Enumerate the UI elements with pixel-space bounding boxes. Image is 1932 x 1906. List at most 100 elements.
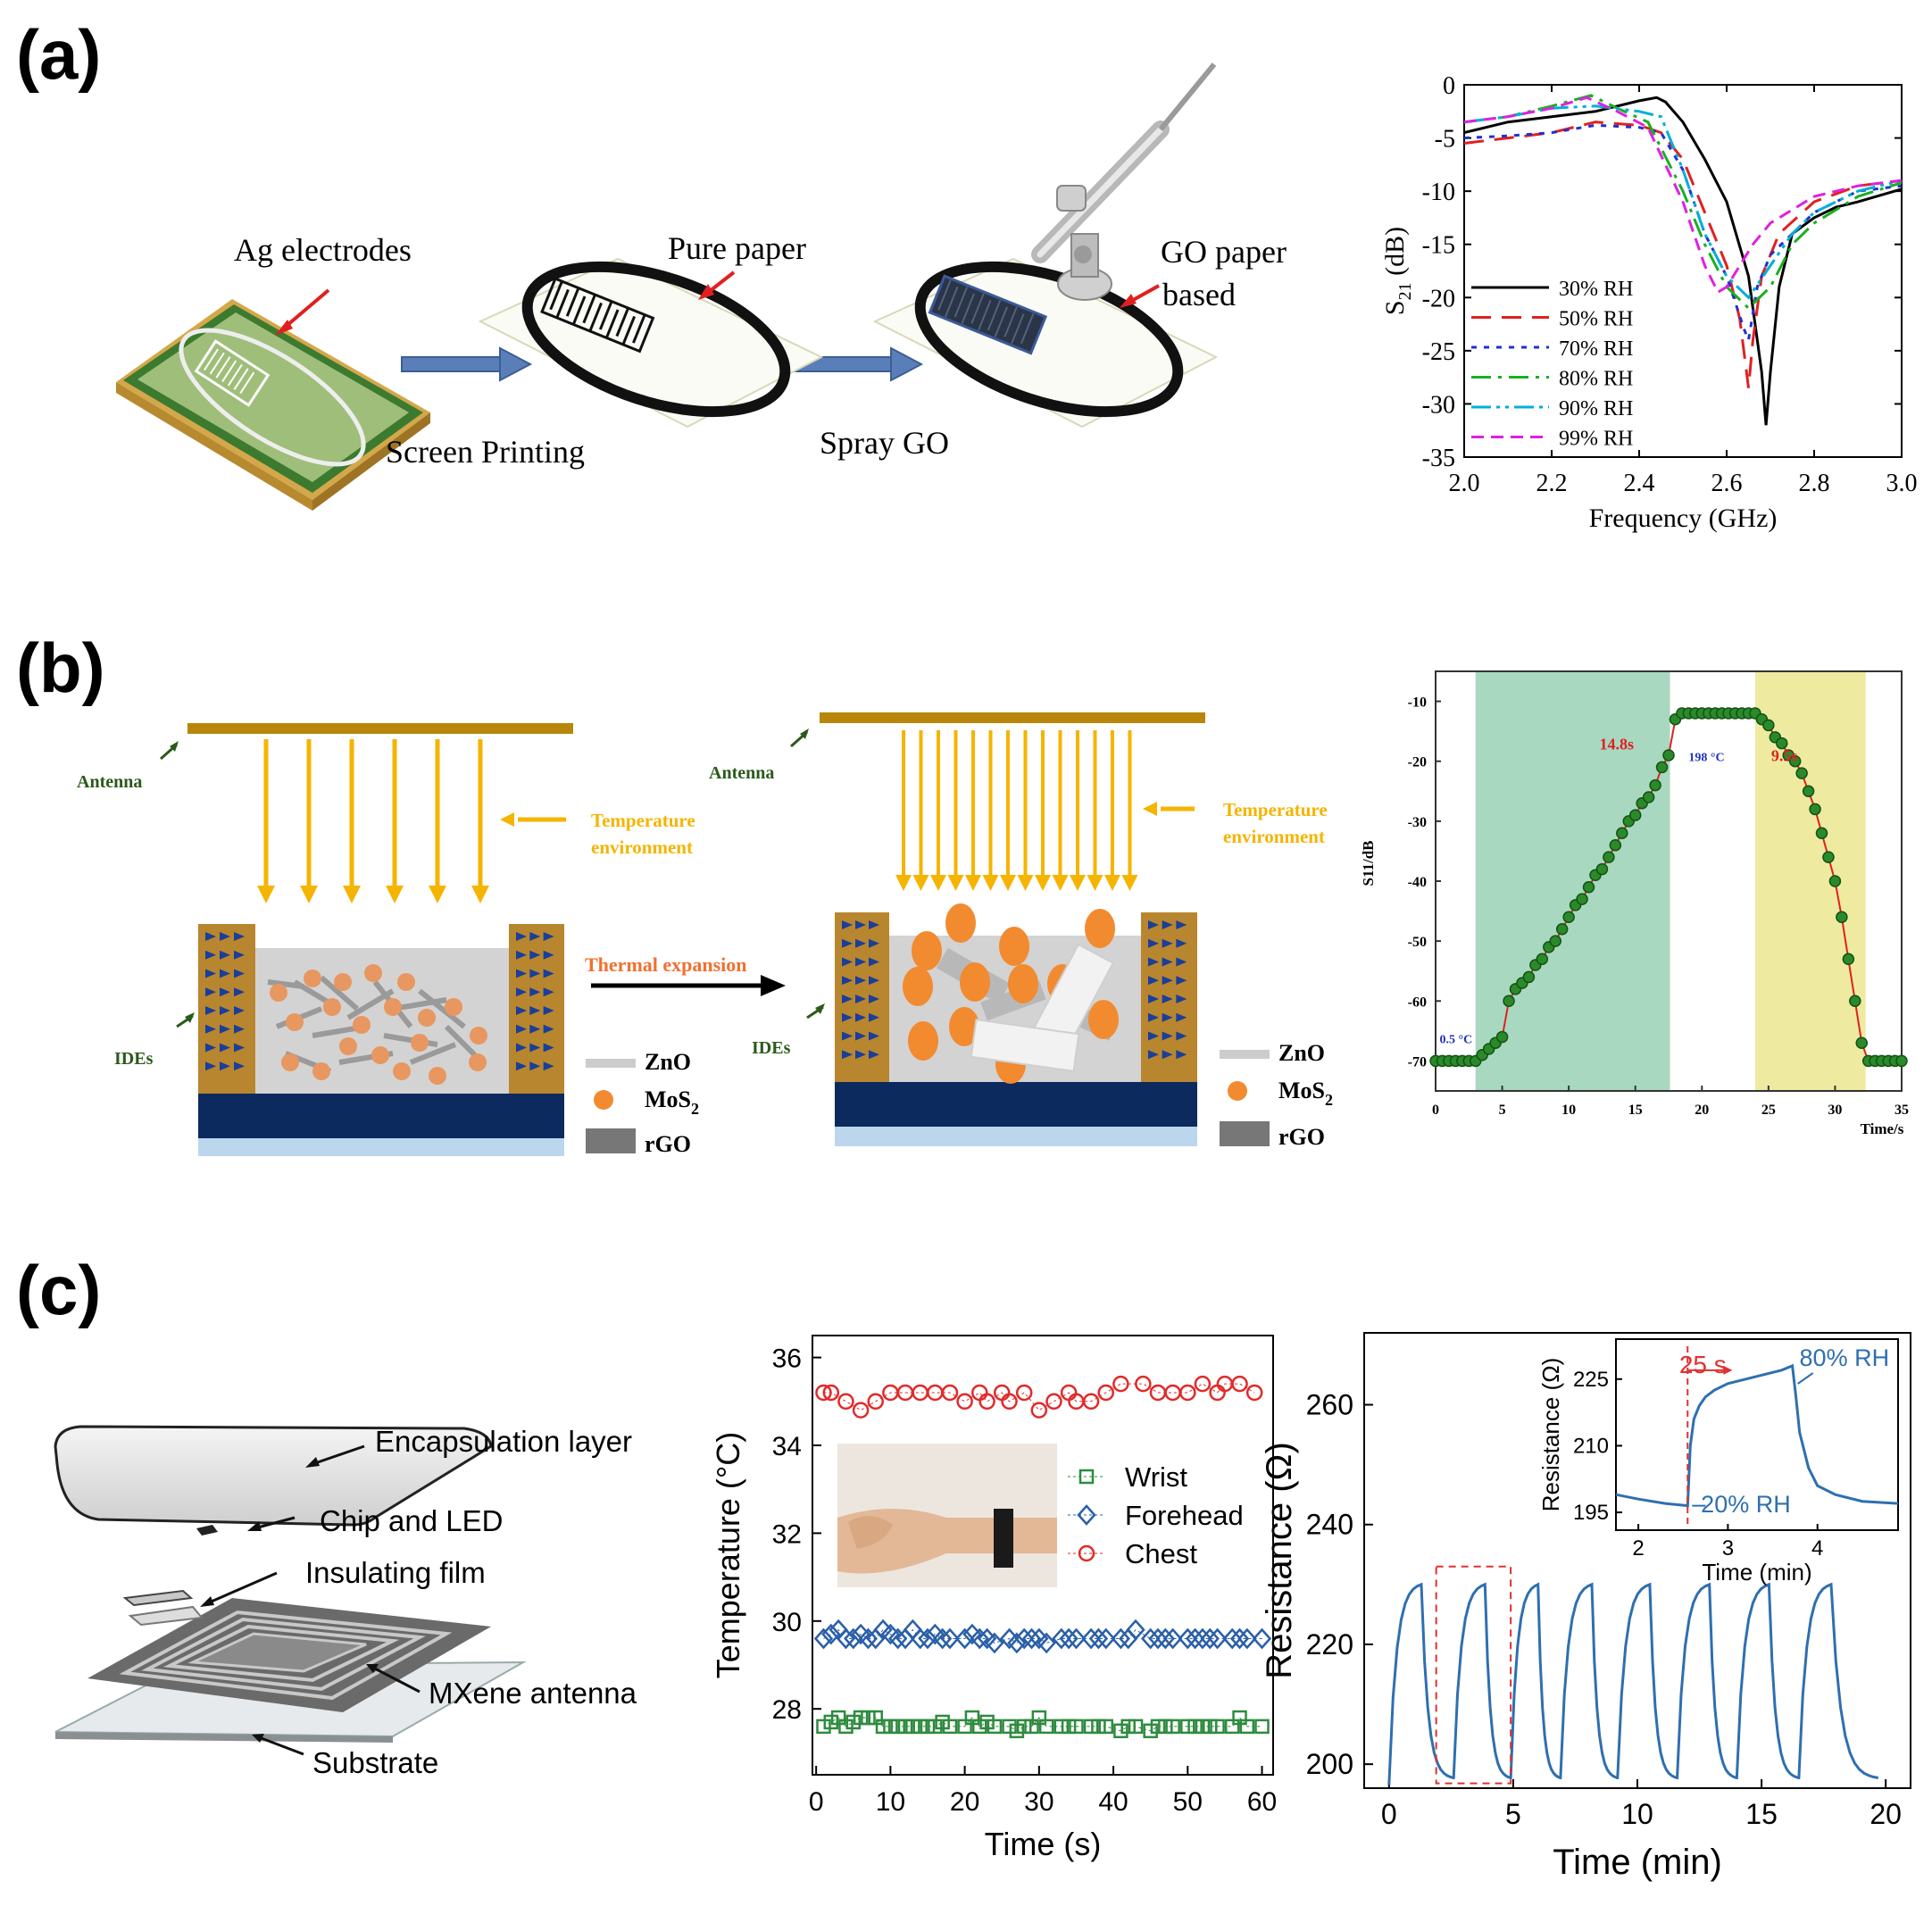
ide-arrow-icon	[869, 938, 879, 948]
highlight-region-green	[1475, 671, 1670, 1091]
series-wrist-point	[920, 1719, 936, 1735]
series-forehead-point	[1021, 1627, 1042, 1650]
data-point	[1662, 749, 1675, 762]
series-forehead-point	[821, 1623, 841, 1645]
data-point	[1842, 953, 1855, 966]
ide-arrow-icon	[234, 1061, 245, 1071]
series-forehead-point	[985, 1632, 1004, 1654]
series-line-30rh	[1463, 96, 1903, 426]
y-axis-label: Temperature (°C)	[710, 1432, 746, 1678]
temperature-label-left-1: Temperature	[591, 810, 695, 831]
x-tick-label: 60	[1247, 1787, 1277, 1817]
legend-marker	[1078, 1469, 1095, 1485]
ide-arrow-icon	[529, 969, 541, 978]
ide-arrow-icon	[842, 976, 853, 986]
x-tick-label: 5	[1505, 1798, 1521, 1830]
data-point	[1576, 893, 1588, 905]
ide-arrow-icon	[516, 1061, 527, 1071]
series-wrist-point	[845, 1714, 862, 1730]
data-point	[1655, 761, 1669, 774]
series-forehead-point	[940, 1627, 960, 1650]
series-wrist-point	[1203, 1719, 1218, 1735]
ide-arrow-icon	[205, 1061, 216, 1071]
y-tick-label: 36	[772, 1344, 802, 1374]
data-point	[1855, 1036, 1869, 1050]
annotation-high-temp: 198 °C	[1688, 752, 1724, 765]
legend-marker	[1077, 1504, 1096, 1526]
series-line-80rh	[1463, 94, 1903, 311]
panel-label-a: (a)	[16, 15, 101, 94]
x-tick-label: 0	[1432, 1103, 1439, 1118]
ide-arrow-icon	[1176, 1012, 1187, 1022]
y-tick-label: -40	[1408, 875, 1427, 890]
antenna-bar-right	[820, 712, 1205, 723]
inset-y-tick-label: 225	[1573, 1368, 1609, 1392]
series-chest-point	[1135, 1375, 1152, 1393]
series-line-90rh	[1463, 104, 1903, 300]
series-chest-point	[1245, 1384, 1263, 1402]
ide-arrow-icon	[1162, 1031, 1173, 1041]
x-tick-label: 0	[1381, 1798, 1397, 1830]
series-wrist-point	[957, 1719, 972, 1735]
ide-arrow-icon	[205, 1043, 216, 1053]
data-point	[1549, 935, 1561, 947]
series-wrist-point	[816, 1719, 831, 1735]
nanocomposite-right	[903, 903, 1119, 1084]
data-point	[1595, 862, 1609, 876]
series-wrist-point	[1180, 1719, 1195, 1735]
series-forehead-point	[954, 1627, 975, 1650]
data-point	[1762, 719, 1775, 732]
ide-arrow-icon	[1148, 920, 1159, 929]
series-chest-point	[1179, 1384, 1196, 1402]
data-point	[1603, 851, 1615, 863]
y-tick-label: -35	[1422, 445, 1455, 472]
series-forehead-point	[1066, 1627, 1087, 1650]
data-point	[1582, 880, 1595, 894]
series-wrist-point	[1165, 1719, 1180, 1735]
temperature-arrows-left	[257, 739, 489, 903]
inset-y-tick-label: 210	[1573, 1434, 1609, 1458]
ide-arrow-icon	[205, 987, 216, 997]
temperature-arrowhead	[895, 875, 912, 891]
mxene-antenna-layer	[87, 1598, 491, 1712]
ide-arrow-icon	[205, 1024, 216, 1034]
data-point	[1562, 911, 1575, 924]
ide-arrow-icon	[855, 976, 866, 986]
series-forehead-point	[1088, 1627, 1109, 1650]
series-forehead-point	[1162, 1627, 1183, 1650]
ide-arrow-icon	[529, 932, 541, 941]
data-point	[1809, 803, 1821, 816]
series-wrist-point	[1239, 1719, 1255, 1735]
ide-arrow-icon	[220, 1061, 230, 1071]
series-chest-point	[1045, 1393, 1062, 1411]
resistance-trace	[1387, 1582, 1879, 1785]
series-chest-point	[1015, 1384, 1033, 1402]
data-point	[1822, 851, 1835, 863]
series-forehead-point	[813, 1627, 834, 1650]
series-wrist-point	[1024, 1719, 1039, 1735]
panel-label-c: (c)	[16, 1251, 101, 1329]
series-forehead-point	[858, 1627, 879, 1650]
antenna-bar-left	[187, 723, 573, 734]
ide-arrow-icon	[842, 938, 853, 948]
ide-arrow-icon	[1148, 1050, 1159, 1060]
x-tick-label: 2.2	[1536, 470, 1568, 497]
series-chest-point	[1194, 1375, 1212, 1393]
series-wrist-point	[897, 1719, 913, 1735]
ide-arrow-icon	[855, 920, 866, 929]
ide-arrow-icon	[1176, 920, 1187, 929]
ide-arrow-icon	[234, 1006, 245, 1015]
series-wrist-point	[1083, 1719, 1099, 1735]
x-tick-label: 20	[1870, 1798, 1902, 1830]
temperature-arrowhead	[1017, 875, 1034, 891]
series-wrist-point	[1016, 1719, 1032, 1735]
series-forehead-point	[1155, 1627, 1176, 1650]
x-tick-label: 10	[1561, 1103, 1576, 1118]
series-chest-point	[1030, 1402, 1048, 1419]
series-line-50rh	[1463, 121, 1903, 388]
series-chest-point	[927, 1384, 944, 1402]
process-arrow-1	[401, 346, 533, 382]
data-point	[1836, 911, 1848, 924]
ide-arrow-icon	[543, 1006, 554, 1015]
ide-arrow-icon	[1176, 995, 1187, 1003]
